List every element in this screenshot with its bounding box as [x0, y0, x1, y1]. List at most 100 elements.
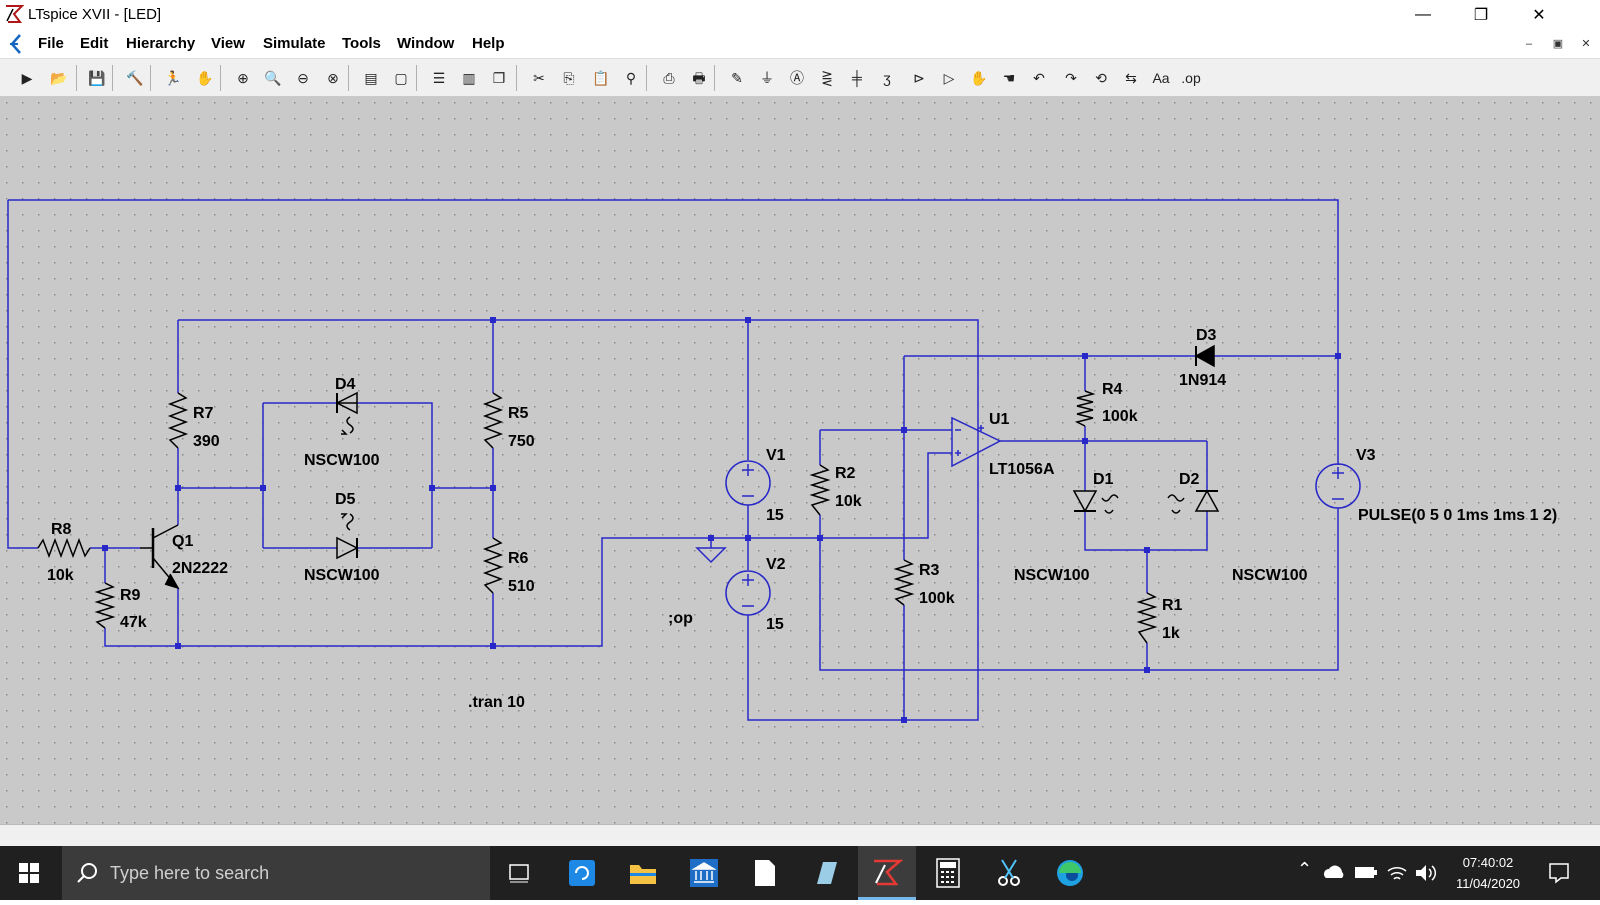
diode-d3[interactable] [1194, 344, 1215, 368]
led-d1[interactable] [1072, 490, 1119, 514]
label-button[interactable]: Ⓐ [786, 67, 808, 89]
taskbar-app-bank[interactable] [675, 846, 733, 900]
menu-edit[interactable]: Edit [80, 35, 109, 52]
ground-button[interactable]: ⏚ [756, 67, 778, 89]
cut-button[interactable]: ✂ [528, 67, 550, 89]
schematic-canvas[interactable]: R7 390 R8 10k R9 47k Q1 2N2222 D4 NSCW10… [0, 96, 1600, 824]
print-button[interactable]: 🖶 [688, 67, 710, 89]
resistor-r4[interactable] [1074, 390, 1096, 427]
wifi-icon[interactable] [1385, 862, 1409, 884]
menu-window[interactable]: Window [397, 35, 455, 52]
taskbar-app-ltspice[interactable] [858, 846, 916, 900]
child-close-button[interactable]: ✕ [1581, 38, 1591, 50]
restore-icon: ❐ [1473, 7, 1489, 24]
minimize-button[interactable]: — [1394, 0, 1452, 30]
drag-button[interactable]: ☚ [998, 67, 1020, 89]
task-view-button[interactable] [490, 846, 548, 900]
undo-button[interactable]: ↶ [1028, 67, 1050, 89]
start-button[interactable] [0, 846, 58, 900]
led-d5[interactable] [336, 513, 359, 560]
copy-button[interactable]: ⎘ [558, 67, 580, 89]
voltage-source-v1[interactable] [725, 460, 771, 506]
print-icon: 🖶 [692, 70, 706, 86]
child-minimize-button[interactable]: – [1525, 38, 1533, 50]
op-comment[interactable]: ;op [668, 610, 693, 627]
resistor-r3[interactable] [893, 559, 915, 606]
tile-horizontal-button[interactable]: ☰ [428, 67, 450, 89]
rotate-button[interactable]: ⟲ [1090, 67, 1112, 89]
battery-icon[interactable] [1354, 865, 1378, 881]
waveform-button[interactable]: ▤ [360, 67, 382, 89]
taskbar-app-explorer[interactable] [614, 846, 672, 900]
tray-chevron-icon[interactable]: ⌃ [1297, 859, 1313, 879]
capacitor-button[interactable]: ╪ [846, 67, 868, 89]
onedrive-icon[interactable] [1322, 862, 1346, 882]
resistor-r1[interactable] [1136, 592, 1158, 644]
diode-button[interactable]: ⊳ [908, 67, 930, 89]
resistor-r7[interactable] [167, 392, 189, 449]
resistor-r2[interactable] [809, 464, 831, 516]
taskbar-search[interactable]: Type here to search [62, 846, 490, 900]
child-restore-button[interactable]: ▣ [1552, 38, 1564, 50]
toolbar-separator [416, 65, 417, 91]
new-button[interactable]: ▶ [16, 67, 38, 89]
taskbar-app-calculator[interactable] [919, 846, 977, 900]
resistor-r6[interactable] [482, 537, 504, 594]
resistor-r5[interactable] [482, 392, 504, 449]
notifications-icon[interactable] [1547, 861, 1571, 885]
menu-view[interactable]: View [211, 35, 245, 52]
run-button[interactable]: 🏃 [162, 67, 184, 89]
voltage-source-v2[interactable] [725, 570, 771, 616]
menu-help[interactable]: Help [472, 35, 505, 52]
resistor-r9[interactable] [94, 582, 116, 629]
taskbar-app-notepad[interactable] [736, 846, 794, 900]
save-button[interactable]: 💾 [86, 67, 108, 89]
menu-file[interactable]: File [38, 35, 64, 52]
wire-button[interactable]: ✎ [726, 67, 748, 89]
led-d2[interactable] [1167, 489, 1220, 514]
led-d4[interactable] [335, 391, 358, 435]
spice-directive-button[interactable]: .op [1180, 67, 1202, 89]
menu-tools[interactable]: Tools [342, 35, 381, 52]
d5-value: NSCW100 [304, 567, 380, 584]
taskbar-app-refresh[interactable] [553, 846, 611, 900]
close-button[interactable]: ✕ [1510, 0, 1568, 30]
print-setup-button[interactable]: ⎙ [658, 67, 680, 89]
clock-time[interactable]: 07:40:02 [1462, 855, 1514, 870]
calculator-icon [936, 858, 960, 888]
control-panel-button[interactable]: 🔨 [124, 67, 146, 89]
voltage-source-v3[interactable] [1315, 463, 1361, 509]
text-button[interactable]: Aa [1150, 67, 1172, 89]
taskbar-app-snipping[interactable] [980, 846, 1038, 900]
waveform-close-button[interactable]: ▢ [390, 67, 412, 89]
menu-simulate[interactable]: Simulate [263, 35, 326, 52]
open-button[interactable]: 📂 [48, 67, 70, 89]
taskbar-app-edge[interactable] [1041, 846, 1099, 900]
tile-vertical-button[interactable]: ▥ [458, 67, 480, 89]
redo-button[interactable]: ↷ [1060, 67, 1082, 89]
tran-directive[interactable]: .tran 10 [468, 694, 525, 711]
zoom-out-button[interactable]: ⊖ [292, 67, 314, 89]
clock-date[interactable]: 11/04/2020 [1455, 876, 1521, 891]
component-button[interactable]: ▷ [938, 67, 960, 89]
mirror-button[interactable]: ⇆ [1120, 67, 1142, 89]
opamp-u1[interactable] [951, 416, 1002, 468]
transistor-q1[interactable] [140, 524, 180, 590]
zoom-fit-button[interactable]: ⊗ [322, 67, 344, 89]
menu-hierarchy[interactable]: Hierarchy [126, 35, 196, 52]
cascade-button[interactable]: ❐ [488, 67, 510, 89]
inductor-button[interactable]: ʒ [876, 67, 898, 89]
pan-button[interactable]: 🔍 [262, 67, 284, 89]
halt-button[interactable]: ✋ [194, 67, 216, 89]
resistor-r8[interactable] [37, 537, 91, 559]
zoom-in-button[interactable]: ⊕ [232, 67, 254, 89]
spice-directive-icon: .op [1181, 70, 1201, 86]
resistor-button[interactable]: ⋛ [816, 67, 838, 89]
zoom-fit-icon: ⊗ [327, 70, 339, 86]
find-button[interactable]: ⚲ [620, 67, 642, 89]
restore-button[interactable]: ❐ [1452, 0, 1510, 30]
paste-button[interactable]: 📋 [590, 67, 612, 89]
volume-icon[interactable] [1414, 862, 1438, 884]
move-button[interactable]: ✋ [968, 67, 990, 89]
taskbar-app-editor[interactable] [797, 846, 855, 900]
